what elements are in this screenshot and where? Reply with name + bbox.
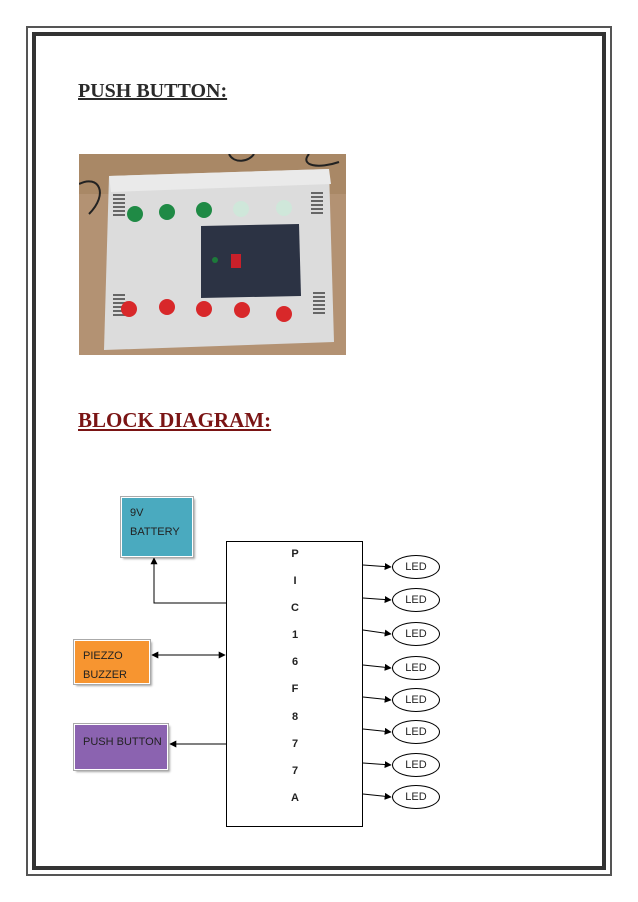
led-wire-5: [362, 695, 392, 703]
pic-letter: 7: [291, 765, 299, 777]
led-wire-4: [362, 663, 392, 671]
page-border-outer: [26, 26, 612, 876]
led-node-4: LED: [392, 656, 440, 680]
push-button-label: PUSH BUTTON: [83, 736, 162, 748]
pic-letter: 7: [291, 738, 299, 750]
pic-letter: 6: [291, 656, 299, 668]
pic-letter: C: [291, 602, 299, 614]
led-node-5: LED: [392, 688, 440, 712]
pic16f877a-block: P I C 1 6 F 8 7 7 A: [226, 541, 363, 827]
push-button-heading: PUSH BUTTON:: [78, 80, 228, 102]
pic-letter: P: [291, 548, 299, 560]
led-wire-8: [362, 792, 392, 800]
led-node-2: LED: [392, 588, 440, 612]
led-wire-7: [362, 761, 392, 769]
battery-label-line-1: 9V: [130, 507, 144, 519]
battery-wire: [150, 557, 226, 604]
buzzer-label-line-2: BUZZER: [83, 669, 127, 681]
led-node-8: LED: [392, 785, 440, 809]
led-wire-6: [362, 727, 392, 735]
led-node-1: LED: [392, 555, 440, 579]
led-wire-1: [362, 563, 392, 571]
led-node-6: LED: [392, 720, 440, 744]
piezo-buzzer-block: PIEZZO BUZZER: [73, 639, 151, 685]
led-node-3: LED: [392, 622, 440, 646]
page-border-inner: [32, 32, 606, 870]
push-button-device-photo: [79, 154, 346, 355]
pic-letter: 1: [291, 629, 299, 641]
battery-label-line-2: BATTERY: [130, 526, 180, 538]
pic-letter: A: [291, 792, 299, 804]
pic-letter: I: [293, 575, 297, 587]
led-wire-3: [362, 629, 392, 637]
battery-block: 9V BATTERY: [120, 496, 194, 558]
led-node-7: LED: [392, 753, 440, 777]
led-wire-2: [362, 596, 392, 604]
pic-letter: F: [291, 683, 299, 695]
pic-letter: 8: [291, 711, 299, 723]
block-diagram-heading: BLOCK DIAGRAM:: [78, 408, 272, 432]
buzzer-label-line-1: PIEZZO: [83, 650, 123, 662]
push-button-block: PUSH BUTTON: [73, 723, 169, 771]
